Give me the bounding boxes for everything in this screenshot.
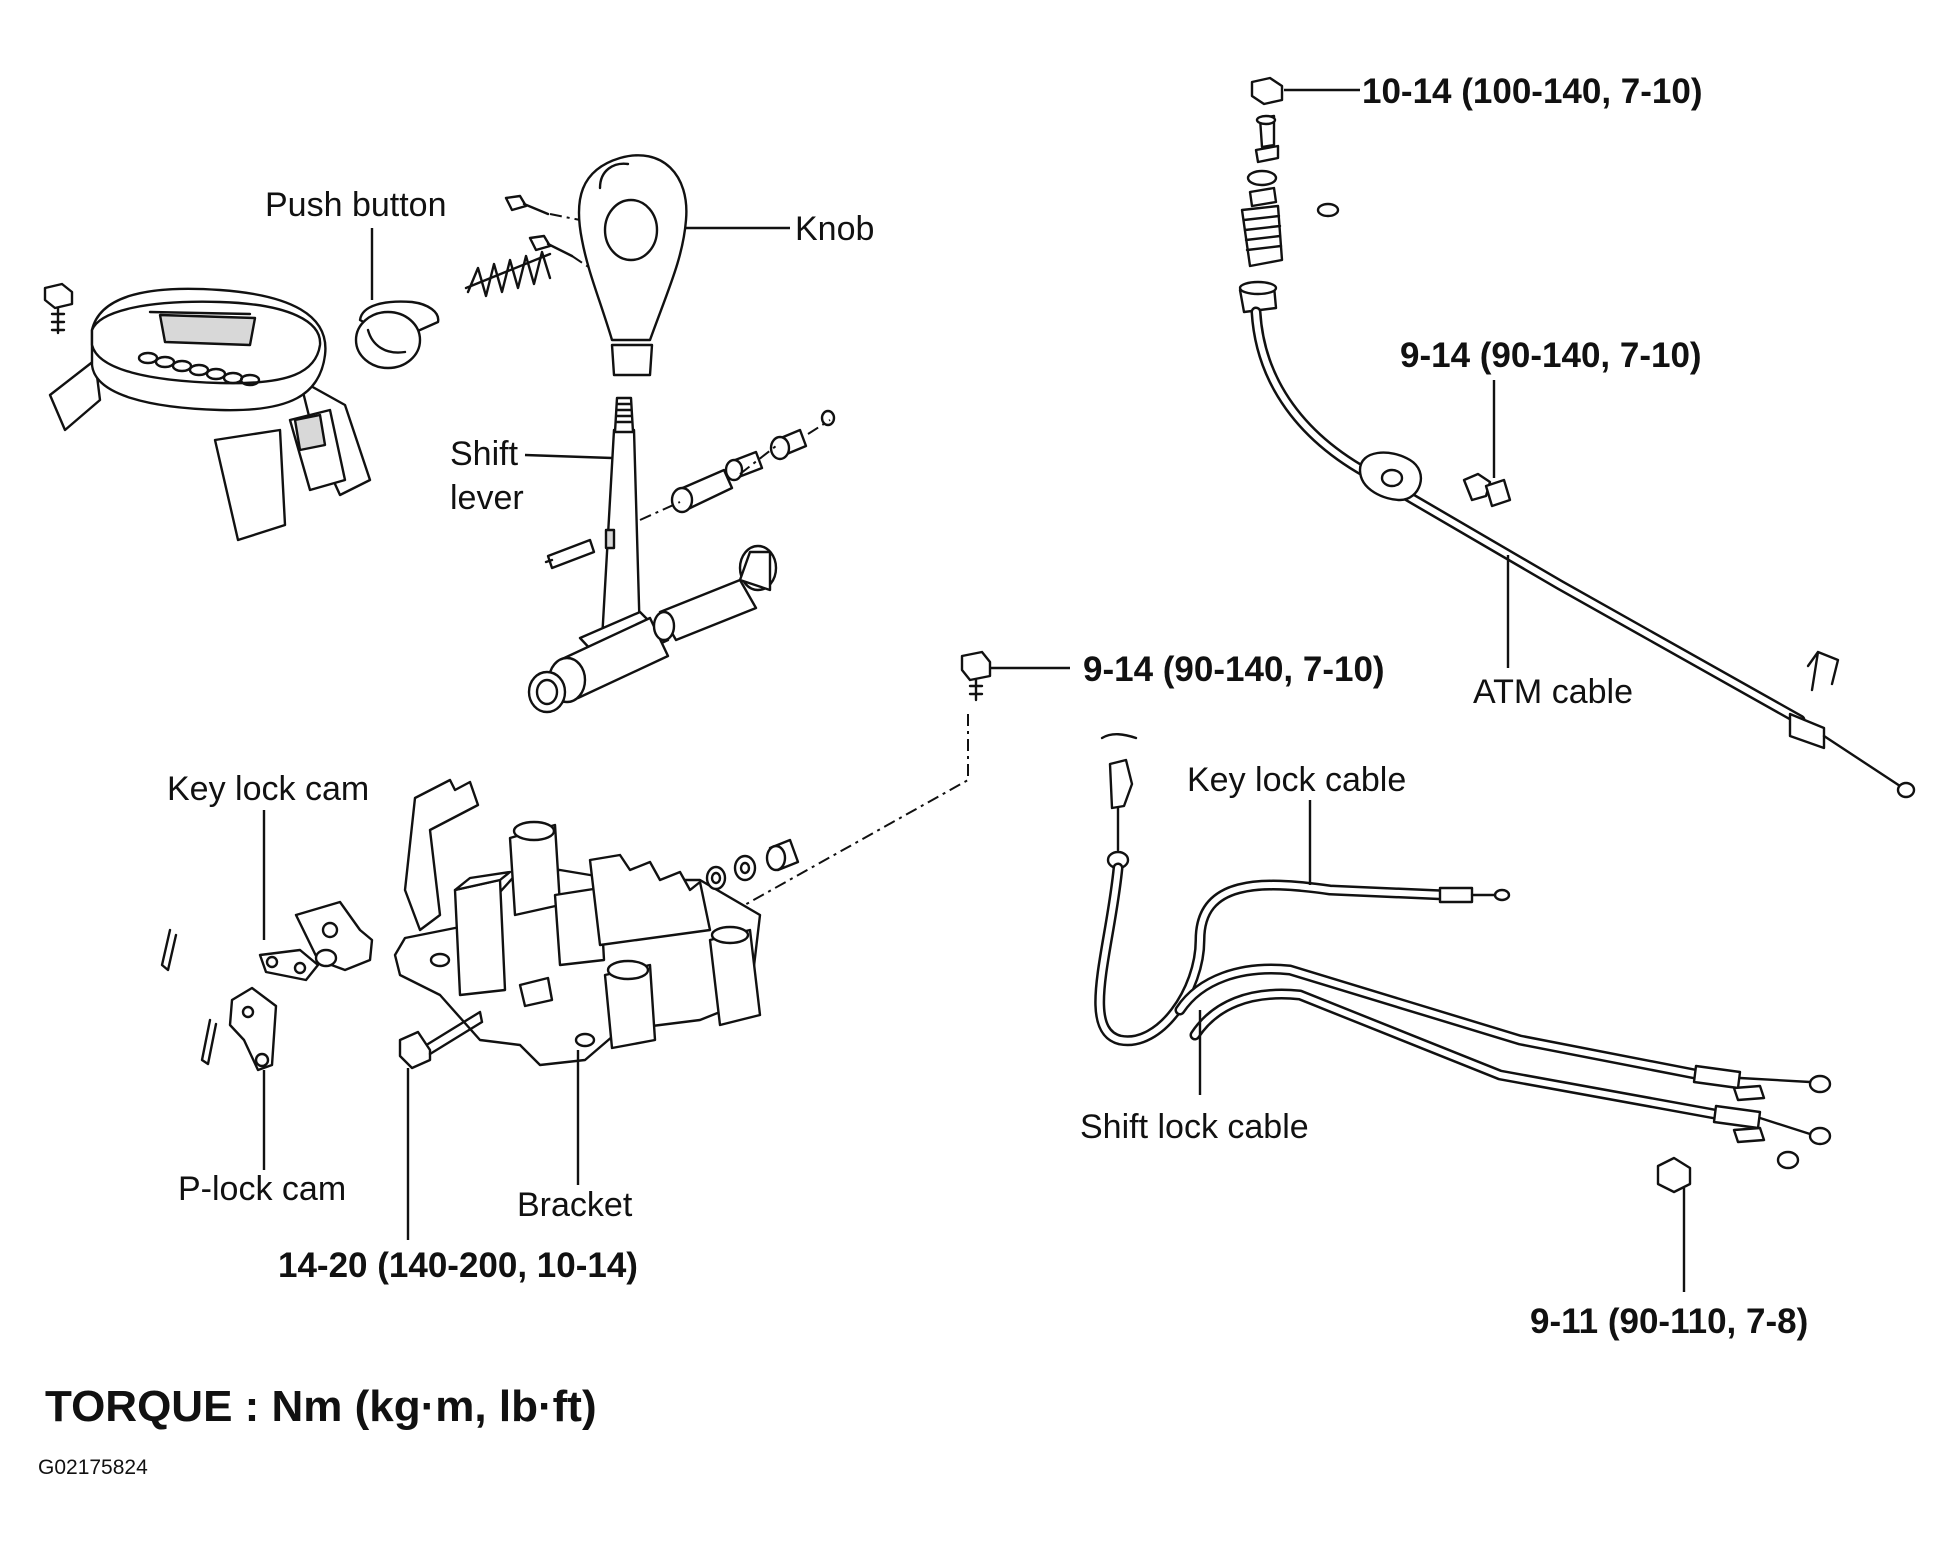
p-lock-cotter-pin <box>200 1018 218 1066</box>
atm-cable-top-nut <box>1250 76 1284 106</box>
cable-end-nut <box>1656 1156 1692 1194</box>
label-key-lock-cable: Key lock cable <box>1187 761 1407 799</box>
cover-bolt <box>43 282 74 335</box>
push-button <box>354 300 440 370</box>
label-shift-lever-line2: lever <box>450 479 524 517</box>
torque-atm-bracket-bolt: 9-14 (90-140, 7-10) <box>1400 336 1702 375</box>
torque-bracket-pivot-bolt: 14-20 (140-200, 10-14) <box>278 1246 638 1285</box>
bracket <box>393 778 762 1067</box>
leader-lines <box>262 88 1686 1292</box>
bracket-mount-bolt <box>699 650 992 931</box>
knob-screws <box>504 194 591 269</box>
label-atm-cable: ATM cable <box>1473 673 1633 711</box>
torque-shift-bracket-bolt: 9-14 (90-140, 7-10) <box>1083 650 1385 689</box>
atm-cable <box>1250 306 1916 799</box>
torque-units-legend: TORQUE : Nm (kg·m, lb·ft) <box>45 1382 597 1431</box>
atm-cable-clip <box>1806 650 1840 692</box>
knob <box>577 154 688 377</box>
key-lock-cam <box>258 900 374 982</box>
lever-pin <box>544 538 596 570</box>
shift-lock-cable <box>1174 963 1832 1170</box>
torque-atm-top-nut: 10-14 (100-140, 7-10) <box>1362 72 1703 111</box>
shift-indicator-cover <box>48 287 372 542</box>
label-p-lock-cam: P-lock cam <box>178 1170 347 1208</box>
shift-lock-cable-end <box>1100 733 1138 870</box>
torque-cable-end-nut: 9-11 (90-110, 7-8) <box>1530 1302 1809 1341</box>
label-shift-lever-line1: Shift <box>450 435 519 473</box>
shift-lever <box>600 396 642 642</box>
spring <box>464 250 552 298</box>
lever-bushings <box>639 409 836 521</box>
bracket-bushings <box>705 838 800 891</box>
key-lock-cotter-pin <box>160 928 178 972</box>
label-bracket: Bracket <box>517 1186 633 1224</box>
label-knob: Knob <box>795 210 875 248</box>
pivot-tube <box>527 544 778 714</box>
label-key-lock-cam: Key lock cam <box>167 770 370 808</box>
figure-code: G02175824 <box>38 1456 148 1479</box>
pivot-bolt <box>398 1010 484 1070</box>
label-shift-lock-cable: Shift lock cable <box>1080 1108 1309 1146</box>
label-push-button: Push button <box>265 186 447 224</box>
atm-cable-bracket-bolt <box>1462 472 1512 508</box>
atm-cable-end-fittings <box>1238 114 1340 314</box>
p-lock-cam <box>228 986 278 1072</box>
